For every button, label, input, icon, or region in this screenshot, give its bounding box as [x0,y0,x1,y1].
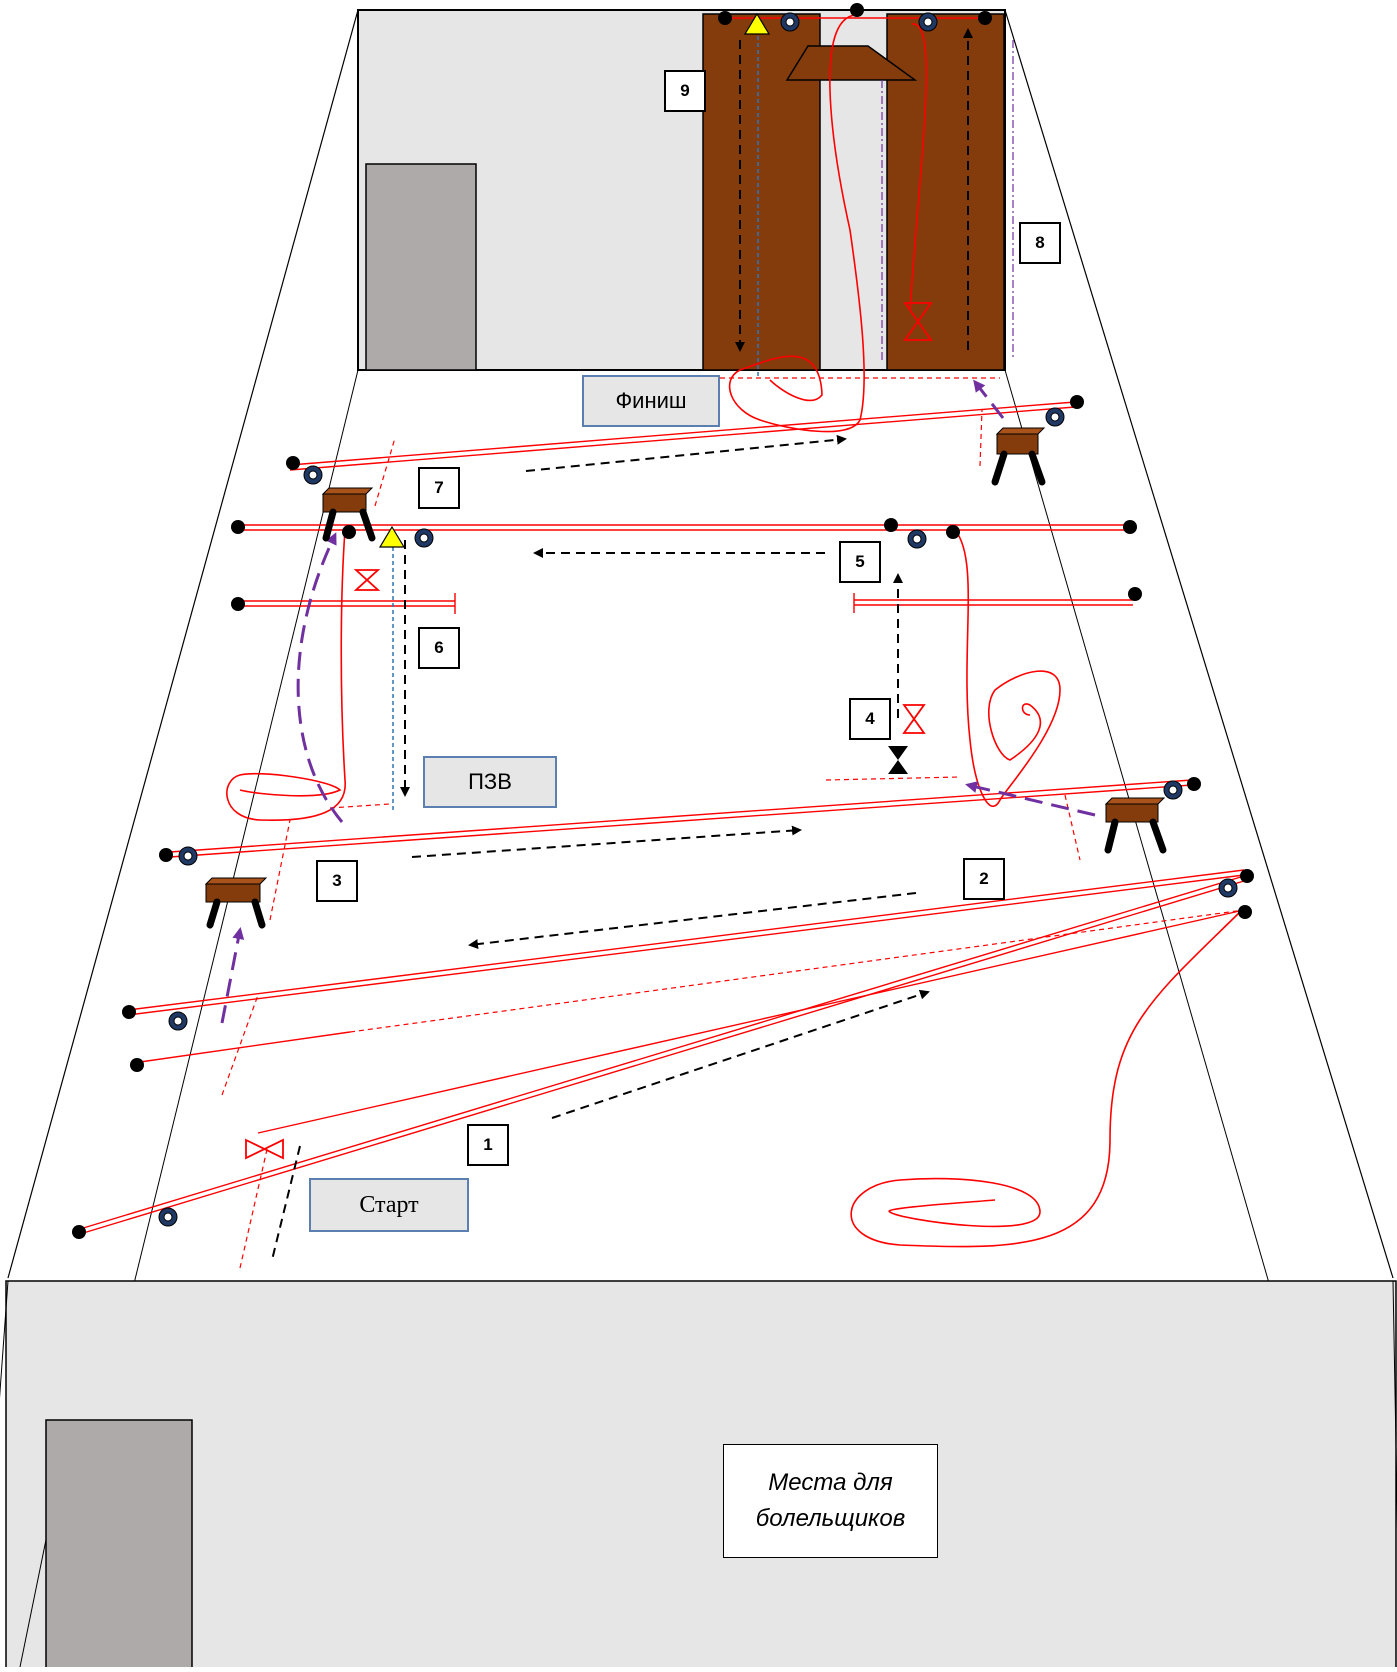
marker-stage-4 [902,704,926,734]
front-door [45,1419,193,1672]
front-wall [5,1280,1397,1672]
stage-number-8: 8 [1019,222,1061,264]
stage-number-3: 3 [316,860,358,902]
stage-number-2: 2 [963,858,1005,900]
bench-stage-7 [321,487,376,542]
flag-top [743,12,771,35]
stage-number-7: 7 [418,467,460,509]
rope-coils [226,14,1241,1248]
beam-block [785,45,918,81]
stage-number-1: 1 [467,1124,509,1166]
guide-lines [392,22,1014,810]
start-label: Старт [309,1178,469,1232]
bench-stage-3 [204,877,268,929]
spectator-label-line-1: Места для [768,1469,893,1496]
back-door [365,163,477,371]
stage-number-5: 5 [839,541,881,583]
climbing-board-right [886,13,1005,371]
path-arrows [220,379,1096,1024]
marker-stage-8 [903,302,933,341]
rope-limits [454,593,855,614]
stage-number-9: 9 [664,70,706,112]
anchor-points [72,3,1254,1239]
spectator-area-label: Места для болельщиков [723,1444,938,1558]
pzv-label: ПЗВ [423,756,557,808]
route-arrows [271,28,973,1261]
flag-stage-6 [378,525,406,548]
ring-markers [158,12,1238,1227]
marker-stage-6 [353,569,381,591]
climbing-board-left [702,13,821,371]
arrow-tip-stage-4 [888,746,908,760]
control-lines [221,377,1245,1269]
rope-markers [245,302,933,1160]
bench-stage-8 [991,427,1046,486]
spectator-label-line-2: болельщиков [755,1505,906,1532]
ropes [79,17,1245,1235]
stage-number-4: 4 [849,698,891,740]
marker-stage-1 [245,1138,284,1160]
stage-number-6: 6 [418,627,460,669]
bench-stage-2 [1104,797,1167,854]
finish-label: Финиш [582,375,720,427]
